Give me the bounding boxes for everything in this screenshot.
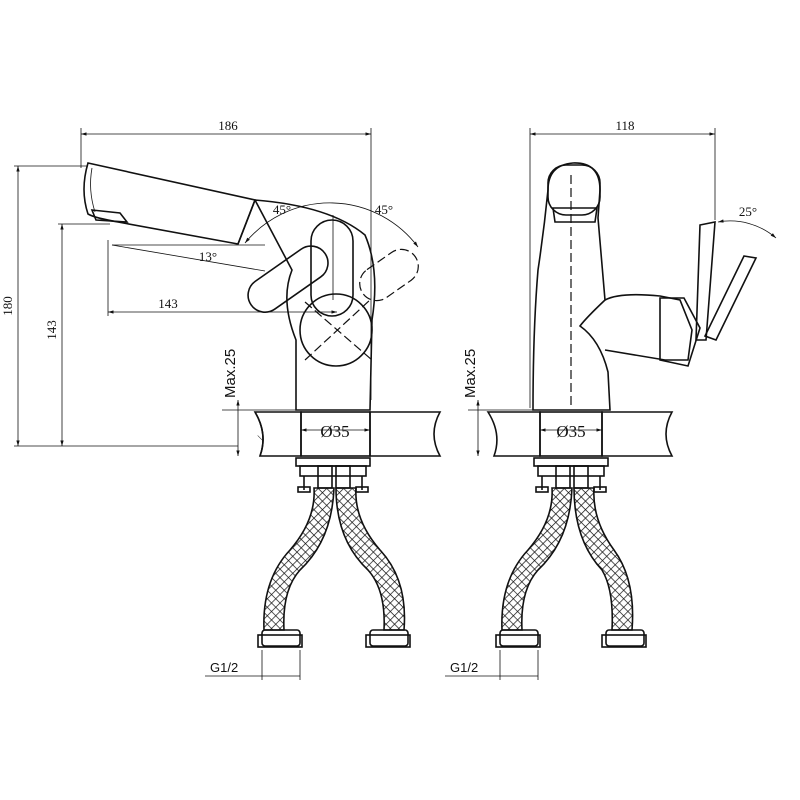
front-width-label: 118 bbox=[615, 118, 634, 133]
hole-diameter-label: Ø35 bbox=[320, 422, 349, 441]
front-faucet-body bbox=[532, 162, 758, 411]
dim-handle-angles: 45° 45° bbox=[244, 202, 419, 300]
dim-thread: G1/2 bbox=[205, 650, 301, 680]
dim-max-thickness: Max.25 bbox=[222, 349, 300, 456]
max-thickness-label: Max.25 bbox=[222, 349, 239, 398]
countertop-section: Ø35 bbox=[253, 411, 442, 457]
dim-spout-height-143: 143 bbox=[44, 223, 110, 446]
front-dim-max-thickness: Max.25 bbox=[462, 349, 535, 456]
front-supply-hoses bbox=[495, 487, 647, 648]
front-max-thickness-label: Max.25 bbox=[462, 349, 479, 398]
faucet-body bbox=[247, 199, 419, 411]
angle-right-label: 45° bbox=[375, 202, 393, 217]
thread-label: G1/2 bbox=[210, 660, 238, 675]
faucet-spout bbox=[83, 162, 257, 245]
angle-left-label: 45° bbox=[273, 202, 291, 217]
front-thread-label: G1/2 bbox=[450, 660, 478, 675]
front-view: 118 25° Max.25 bbox=[445, 118, 777, 680]
front-hole-diameter-label: Ø35 bbox=[556, 422, 585, 441]
dim-height-180: 180 bbox=[0, 165, 238, 447]
dim-width-label: 186 bbox=[218, 118, 238, 133]
dim-reach-143: 143 bbox=[107, 240, 337, 316]
front-mounting-hardware bbox=[533, 457, 609, 493]
dim-lever-angle: 25° bbox=[717, 204, 777, 239]
lever-angle-label: 25° bbox=[739, 204, 757, 219]
mounting-hardware bbox=[295, 457, 371, 493]
side-view: 186 180 143 143 13° bbox=[0, 118, 442, 680]
supply-hoses bbox=[257, 487, 411, 648]
dim-reach-label: 143 bbox=[158, 296, 178, 311]
front-dim-thread: G1/2 bbox=[445, 650, 539, 680]
dim-spout-angle: 13° bbox=[111, 244, 266, 272]
dim-height-label: 180 bbox=[0, 296, 15, 316]
front-countertop-section: Ø35 bbox=[486, 411, 674, 457]
dim-width-118: 118 bbox=[529, 118, 716, 408]
dim-spout-height-label: 143 bbox=[44, 320, 59, 340]
spout-angle-label: 13° bbox=[199, 249, 217, 264]
